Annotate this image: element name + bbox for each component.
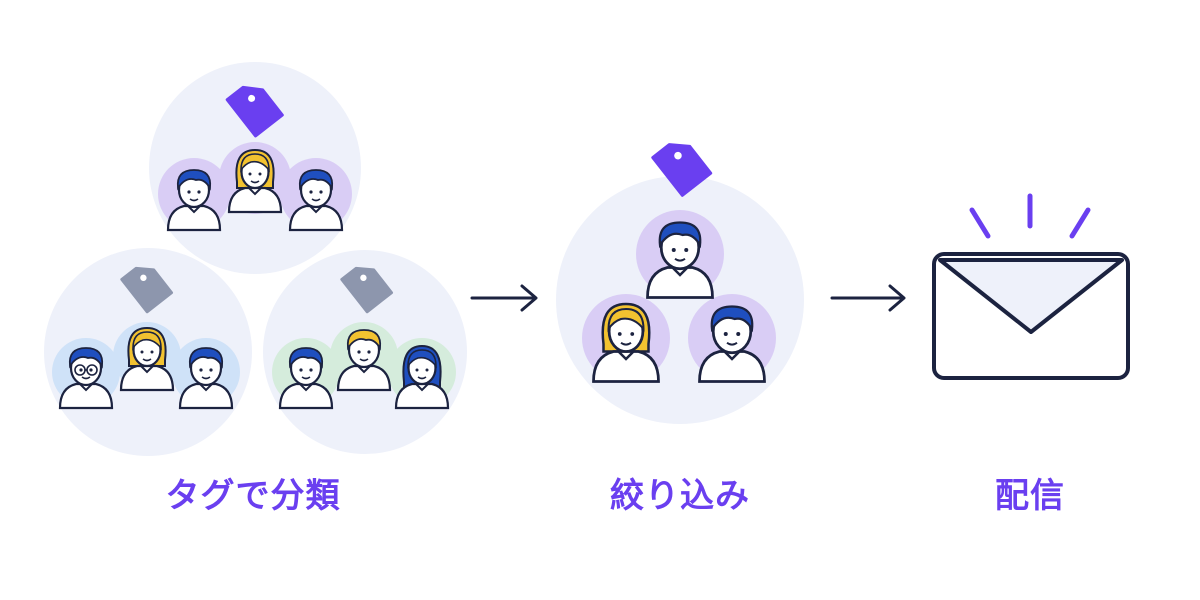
notification-burst (969, 193, 1091, 239)
step-label-classify: タグで分類 (165, 476, 341, 516)
tag-icon (225, 85, 284, 138)
arrow-right-icon (470, 284, 538, 312)
step-label-send: 配信 (995, 476, 1065, 516)
arrow-right-icon (830, 284, 906, 312)
tag-icon (120, 266, 173, 314)
step-label-filter: 絞り込み (610, 476, 750, 516)
tag-icon (340, 266, 393, 314)
envelope-icon (932, 252, 1130, 380)
person-icon (58, 346, 114, 410)
tag-icon (651, 143, 713, 197)
